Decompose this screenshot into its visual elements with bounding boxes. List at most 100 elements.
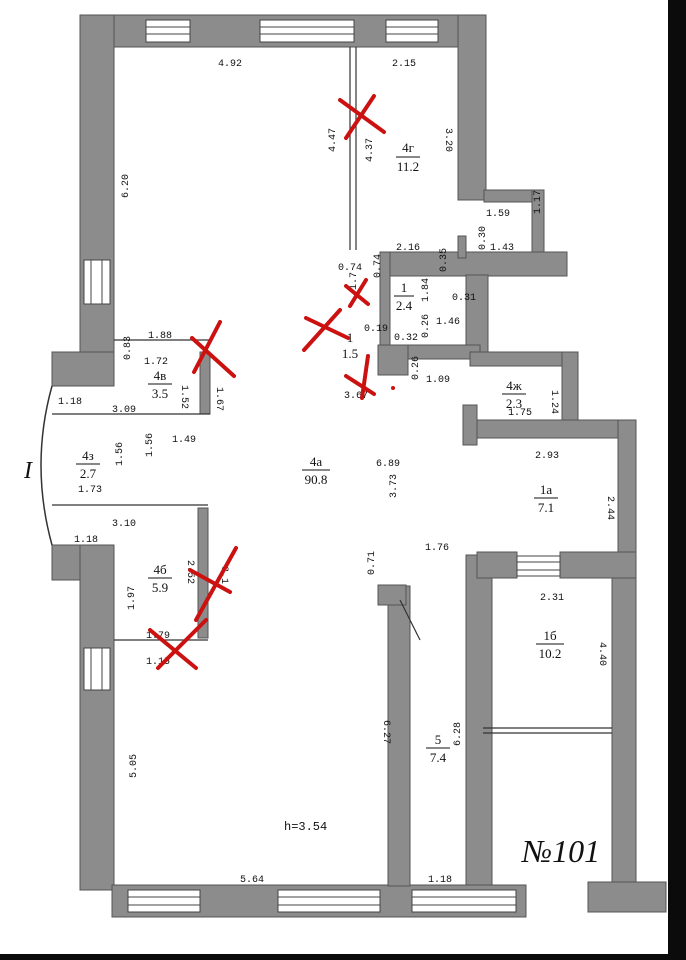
room-labels: 4г 11.2 1 2.4 1 1.5 4в 3.5 4з 2.7 4а 90.… [76,140,564,765]
room-1a: 1а 7.1 [534,482,558,515]
cross-mark [338,94,386,140]
wall-right-4g [457,14,487,201]
dim-label: 2.52 [184,560,195,584]
dim-label: 6.28 [453,722,464,746]
wall-4zh-right [561,351,579,425]
room-number: 1 [347,330,354,345]
dim-label: 0.74 [338,263,362,274]
dim-label: 4.37 [365,138,376,162]
windows [83,19,561,913]
room-number: 1б [543,628,557,643]
dim-label: 2.16 [396,243,420,254]
dim-label: 0.31 [452,293,476,304]
room-4v: 4в 3.5 [148,368,172,401]
wall-bath-pillar [377,344,409,376]
dim-label: 1.17 [533,190,544,214]
dim-label: 1.76 [425,543,449,554]
walls [51,14,667,918]
dim-label: 1.18 [58,397,82,408]
wall-4g-stub [457,235,467,259]
partitions [52,47,612,734]
room-4b: 4б 5.9 [148,562,172,595]
cross-mark [344,278,370,308]
dim-label: 5.05 [129,754,140,778]
wall-1b-right [611,577,637,887]
room-area: 2.7 [80,466,97,481]
dim-label: 0.30 [478,226,489,250]
cross-marks [148,94,395,670]
dim-label: 0.35 [439,248,450,272]
dim-label: 6.27 [380,720,391,744]
room-4z: 4з 2.7 [76,448,100,481]
dim-label: 2.15 [392,59,416,70]
room-number: 5 [435,732,442,747]
wall-1b-bottom [587,881,667,913]
dim-label: 1.49 [172,435,196,446]
room-area: 1.5 [342,346,358,361]
dim-label: 1.09 [426,375,450,386]
ceiling-height: h=3.54 [284,820,327,834]
room-number: 4ж [506,378,523,393]
wall-partition-right [462,404,478,446]
dim-label: 6.89 [376,459,400,470]
bay-window-arc [40,385,53,546]
dim-label: 0.83 [123,336,134,360]
dim-label: 4.40 [596,642,607,666]
room-4zh: 4ж 2.3 [502,378,526,411]
wall-left-upper [79,14,115,386]
section-mark: I [23,458,33,484]
room-1v: 1 1.5 [342,330,358,361]
dim-label: 1.18 [74,535,98,546]
dim-label: 6.20 [121,174,132,198]
dim-label: 1.15 [146,657,170,668]
dim-label: 3.20 [442,128,453,152]
dim-label: 1.72 [144,357,168,368]
wall-1a-bottom-right [559,551,637,579]
dim-label: 2.31 [540,593,564,604]
dim-label: 3.09 [112,405,136,416]
room-4a: 4а 90.8 [302,454,330,487]
dimension-labels: 4.92 2.15 3.20 4.47 4.37 6.20 1.59 1.17 … [58,59,615,886]
room-area: 11.2 [397,159,419,174]
dim-label: 1.24 [548,390,559,414]
dim-label: 1.84 [421,278,432,302]
dim-label: 1.56 [115,442,126,466]
dim-label: 2.93 [535,451,559,462]
wall-left-bump-top [51,351,115,387]
dim-label: 3.67 [344,391,368,402]
wall-partition-right-low [465,554,493,886]
dim-label: 3.73 [389,474,400,498]
dim-label: 1.18 [428,875,452,886]
room-area: 2.3 [506,396,522,411]
dim-label: 3.1 [218,566,229,584]
dim-label: 1.73 [78,485,102,496]
room-area: 10.2 [539,646,562,661]
room-area: 7.4 [430,750,447,765]
room-number: 4з [82,448,94,463]
dim-label: 1.75 [508,408,532,419]
wall-1a-right [617,419,637,561]
wall-1a-bottom-left [476,551,518,579]
room-area: 5.9 [152,580,168,595]
plan-number: №101 [521,833,600,869]
room-4g: 4г 11.2 [396,140,420,174]
dim-label: 4.47 [328,128,339,152]
room-number: 1а [540,482,553,497]
cross-mark [188,546,238,622]
frame-bottom [0,954,686,960]
dim-label: 0.26 [421,314,432,338]
dim-label: 0.74 [373,254,384,278]
wall-corridor-pillar [377,584,407,606]
dim-label: 0.19 [364,324,388,335]
dim-label: 2.44 [604,496,615,520]
cross-mark [148,618,208,670]
wall-4g-bottom [384,251,568,277]
cross-mark [302,308,350,352]
room-1b: 1б 10.2 [536,628,564,661]
room-number: 4а [310,454,323,469]
dim-label: 0.32 [394,333,418,344]
dim-label: 1.56 [145,433,156,457]
dim-label: 0.71 [367,551,378,575]
room-number: 1 [401,280,408,295]
